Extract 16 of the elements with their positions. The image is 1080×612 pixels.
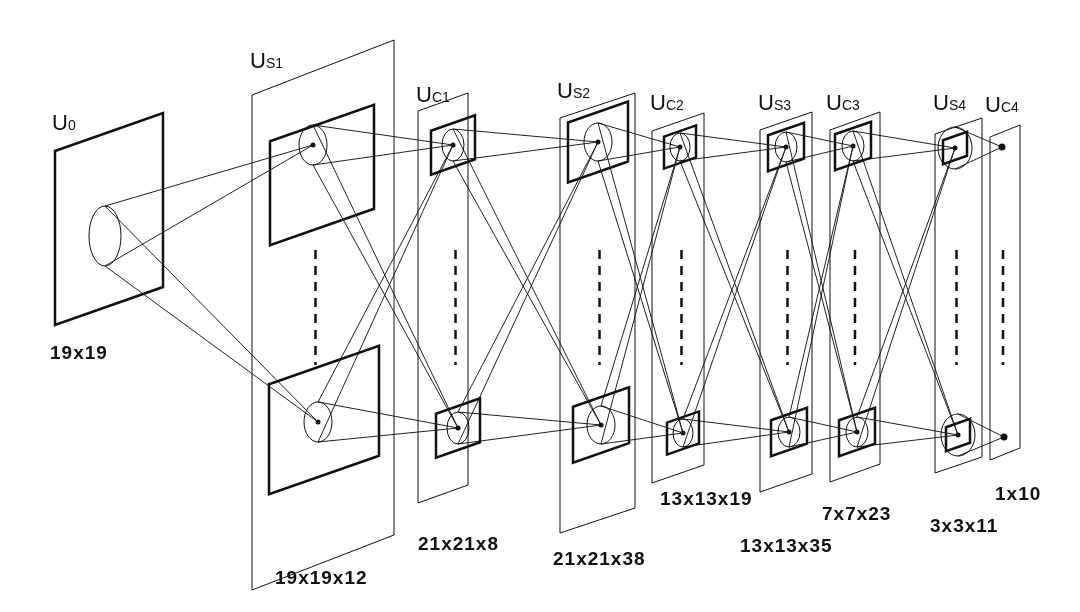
connection-line [785, 131, 858, 448]
dimension-label: 7x7x23 [822, 504, 892, 523]
dimension-label: 19x19x12 [275, 568, 368, 587]
connection-line [312, 124, 459, 443]
connection-line [452, 128, 602, 445]
dimension-label: 13x13x19 [660, 489, 753, 508]
connection-line [852, 130, 959, 448]
dimension-label: 1x10 [995, 484, 1042, 503]
dimension-label: 19x19 [50, 343, 108, 362]
connection-line [104, 144, 319, 423]
dimension-label: 21x21x8 [418, 534, 499, 553]
connection-line [597, 122, 684, 445]
connection-line [679, 132, 790, 448]
dimension-label: 21x21x38 [553, 549, 646, 568]
dimension-label: 3x3x11 [930, 516, 999, 535]
dimension-label: 13x13x35 [740, 536, 833, 555]
